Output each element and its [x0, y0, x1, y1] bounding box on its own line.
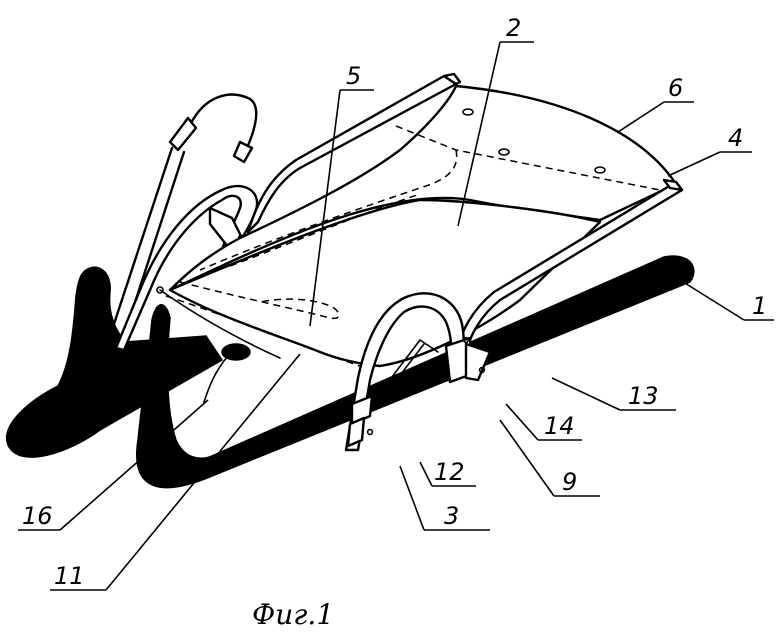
callout-9: 9 — [562, 468, 577, 496]
rear-runner — [136, 255, 695, 489]
callout-14: 14 — [544, 412, 575, 440]
seat — [165, 84, 678, 368]
callout-3: 3 — [444, 502, 459, 530]
figure-caption: Фиг.1 — [252, 598, 334, 631]
callout-16: 16 — [22, 502, 53, 530]
callouts: 2 5 6 4 1 13 14 12 9 3 16 11 — [22, 14, 767, 590]
callout-13: 13 — [628, 382, 659, 410]
left-long-rail — [246, 72, 462, 234]
front-runner — [5, 266, 224, 458]
callout-4: 4 — [728, 124, 743, 152]
callout-2: 2 — [506, 14, 521, 42]
callout-1: 1 — [752, 292, 767, 320]
callout-12: 12 — [434, 458, 465, 486]
callout-5: 5 — [346, 62, 361, 90]
callout-11: 11 — [54, 562, 85, 590]
cord — [156, 286, 281, 403]
leader-lines — [18, 41, 774, 591]
callout-6: 6 — [668, 74, 683, 102]
front-support — [344, 292, 492, 452]
